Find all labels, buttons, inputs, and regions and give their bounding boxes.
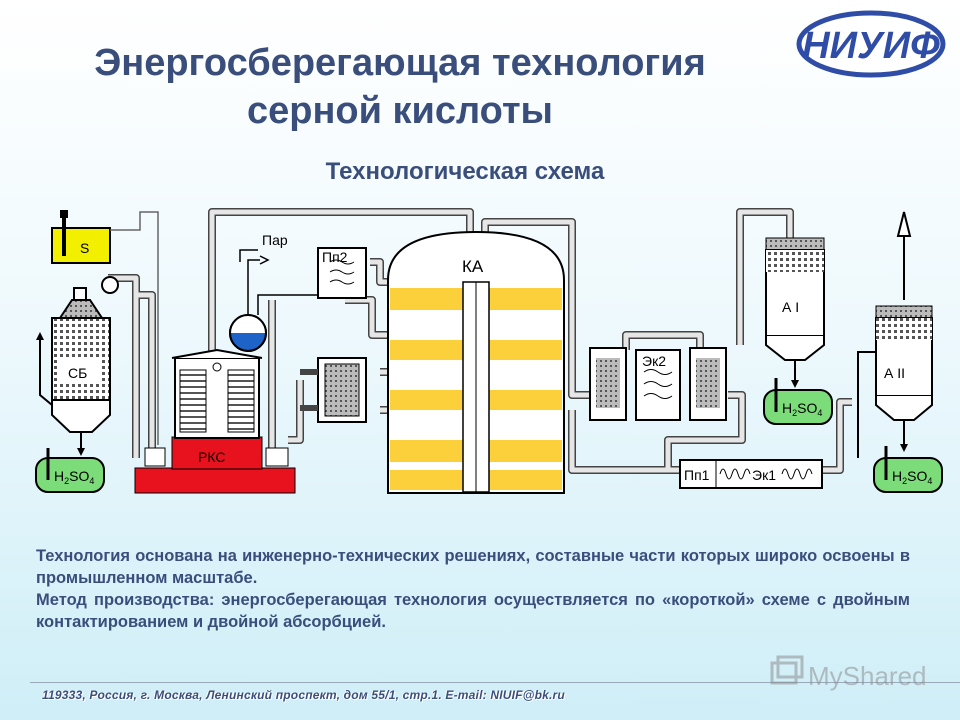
acid-tank-3: H2SO4 [873,446,943,493]
scrubber-sb: СБ [36,276,119,456]
pp1-label: Пп1 [684,467,710,483]
furnace-label: РКС [198,449,225,465]
furnace-rks: РКС [134,348,296,494]
a2-label: А II [884,365,905,381]
steam-drum: Пар [229,232,318,352]
niuif-logo: НИУИФ [796,10,946,78]
svg-text:H2SO4: H2SO4 [892,468,932,486]
ka-label: КА [462,257,484,276]
ek2-label: Эк2 [642,353,666,369]
economizer-ek2: Эк2 [589,347,727,421]
description: Технология основана на инженерно-техниче… [36,545,910,633]
description-p2: Метод производства: энергосберегающая те… [36,591,910,631]
scrubber-label: СБ [68,365,87,381]
a1-label: А I [782,299,799,315]
sulfur-label: S [80,240,89,256]
process-flow-diagram: S СБ H2SO4 РКС [35,208,943,494]
steam-label: Пар [262,232,288,248]
footer-divider [30,682,960,683]
acid-tank-1: H2SO4 [35,448,105,493]
myshared-watermark: MyShared [770,655,927,691]
superheater-pp2: Пп2 [317,247,367,299]
footer-address: 119333, Россия, г. Москва, Ленинский про… [42,688,565,702]
acid-tank-2: H2SO4 [763,378,833,425]
ek1-label: Эк1 [752,467,776,483]
heat-exchanger-left [300,357,367,423]
pipes [108,208,852,474]
contact-apparatus-ka: КА [387,230,565,494]
diagram-subtitle: Технологическая схема [325,158,605,185]
svg-text:H2SO4: H2SO4 [782,400,822,418]
description-p1: Технология основана на инженерно-техниче… [36,547,910,587]
pp1-ek1-unit: Пп1 Эк1 [679,459,823,489]
page-title-line1: Энергосберегающая технология [94,42,706,84]
logo-text: НИУИФ [802,25,940,67]
absorber-a2: А II [857,211,933,458]
watermark-text: MyShared [808,661,927,691]
svg-text:H2SO4: H2SO4 [54,468,94,486]
pp2-label: Пп2 [322,249,348,265]
page-title-line2: серной кислоты [246,90,554,132]
absorber-a1: А I [765,237,825,388]
sulfur-tank: S [51,210,159,445]
